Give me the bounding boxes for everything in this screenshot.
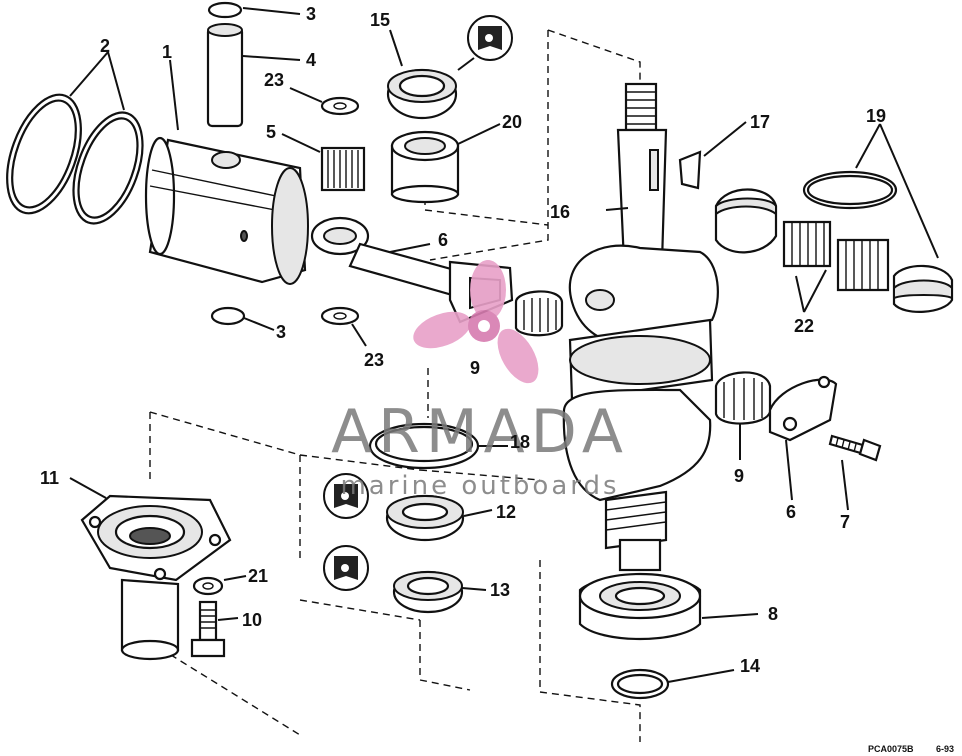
center-bearing-race-left bbox=[714, 188, 778, 254]
piston-pin bbox=[206, 23, 244, 128]
sealer-tube-icon bbox=[323, 545, 369, 591]
callout-6-cap: 6 bbox=[786, 502, 796, 522]
center-roller-bearing-lower bbox=[836, 238, 890, 292]
piston-ring-outer bbox=[6, 93, 82, 215]
callout-1: 1 bbox=[162, 42, 172, 62]
watermark-tagline: marine outboards bbox=[340, 471, 619, 501]
upper-main-bearing bbox=[390, 130, 460, 204]
upper-seal bbox=[386, 68, 458, 120]
connecting-rod-cap bbox=[768, 375, 838, 442]
woodruff-key bbox=[678, 150, 702, 190]
callout-13: 13 bbox=[490, 580, 510, 600]
callout-23-top: 23 bbox=[264, 70, 284, 90]
callout-12: 12 bbox=[496, 502, 516, 522]
callout-18: 18 bbox=[510, 432, 530, 452]
callout-20: 20 bbox=[502, 112, 522, 132]
callout-10: 10 bbox=[242, 610, 262, 630]
lower-ball-bearing bbox=[578, 572, 702, 641]
sealer-tube-icon bbox=[323, 473, 369, 519]
drawing-code: PCA0075B bbox=[868, 744, 914, 754]
callout-8: 8 bbox=[768, 604, 778, 624]
drawing-date: 6-93 bbox=[936, 744, 954, 754]
lower-seal-2 bbox=[392, 570, 464, 614]
callout-9-center: 9 bbox=[470, 358, 480, 378]
watermark-brand: ARMADA bbox=[331, 397, 629, 467]
callout-21: 21 bbox=[248, 566, 268, 586]
drawing-footer: PCA0075B 6-93 bbox=[868, 744, 954, 754]
callout-labels: 2 1 3 4 23 5 3 23 15 20 6 9 16 17 19 22 … bbox=[40, 4, 886, 676]
callout-11: 11 bbox=[40, 468, 59, 488]
callout-19: 19 bbox=[866, 106, 886, 126]
pin-retaining-ring-top bbox=[207, 1, 243, 19]
callout-22: 22 bbox=[794, 316, 814, 336]
sealer-tube-icon bbox=[467, 15, 513, 61]
callout-6-rod: 6 bbox=[438, 230, 448, 250]
callout-14: 14 bbox=[740, 656, 760, 676]
callout-9-right: 9 bbox=[734, 466, 744, 486]
callout-7: 7 bbox=[840, 512, 850, 532]
crankpin-bearing-right bbox=[714, 371, 772, 425]
callout-5: 5 bbox=[266, 122, 276, 142]
bearing-housing-o-ring bbox=[368, 422, 480, 470]
callout-2: 2 bbox=[100, 36, 110, 56]
center-bearing-retaining-ring bbox=[802, 170, 898, 210]
crankpin-bearing-center bbox=[514, 290, 564, 337]
callout-3-top: 3 bbox=[306, 4, 316, 24]
center-bearing-race-right bbox=[892, 264, 954, 313]
callout-15: 15 bbox=[370, 10, 390, 30]
lower-bearing-housing bbox=[80, 494, 232, 661]
callout-17: 17 bbox=[750, 112, 770, 132]
callout-3-bottom: 3 bbox=[276, 322, 286, 342]
piston-ring-inner bbox=[72, 111, 144, 225]
callout-16: 16 bbox=[550, 202, 570, 222]
lower-seal bbox=[385, 494, 465, 542]
leader-lines bbox=[69, 7, 939, 683]
wrist-pin-needle-bearing bbox=[320, 146, 366, 192]
thrust-washer-bottom bbox=[320, 306, 360, 326]
assembly-guides bbox=[149, 29, 641, 742]
center-roller-bearing-upper bbox=[782, 220, 832, 268]
thrust-washer-top bbox=[320, 96, 360, 116]
piston bbox=[144, 136, 309, 285]
armada-watermark: ARMADA marine outboards bbox=[331, 260, 629, 501]
pin-retaining-ring-bottom bbox=[210, 306, 246, 326]
callout-4: 4 bbox=[306, 50, 316, 70]
crankshaft bbox=[562, 82, 719, 572]
propeller-logo-icon bbox=[413, 260, 539, 384]
rod-cap-screw bbox=[828, 434, 882, 462]
housing-washer bbox=[192, 576, 224, 596]
housing-screw bbox=[190, 600, 226, 658]
crankshaft-retaining-ring bbox=[610, 668, 670, 700]
callout-23-bottom: 23 bbox=[364, 350, 384, 370]
